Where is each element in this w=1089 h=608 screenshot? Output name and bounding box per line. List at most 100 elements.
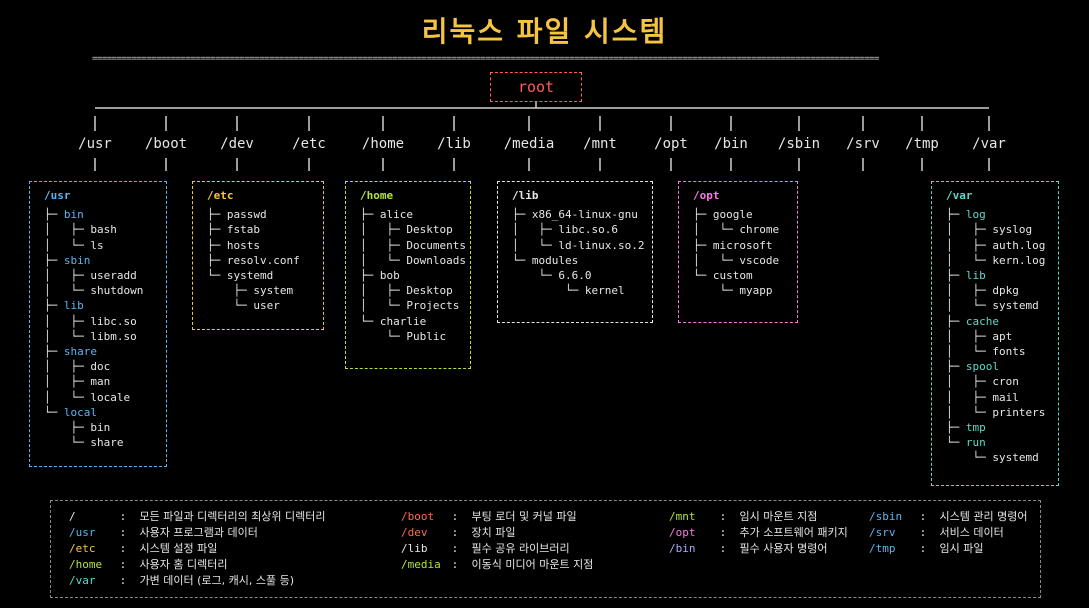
entry-name: printers — [992, 405, 1046, 419]
tree-branch: │ └─ — [44, 284, 91, 298]
entry-name: mail — [992, 390, 1019, 404]
entry-name: libc.so.6 — [558, 223, 618, 237]
legend-description: 추가 소프트웨어 패키지 — [739, 526, 848, 539]
lib-tree-row: ├─ x86_64-linux-gnu — [512, 207, 646, 222]
entry-name: auth.log — [992, 238, 1046, 252]
legend-key: /opt — [669, 526, 696, 539]
legend-description: 필수 공유 라이브러리 — [471, 542, 570, 555]
legend-item: /sbin : 시스템 관리 명령어 — [869, 509, 1027, 525]
tree-branch: └─ — [946, 436, 966, 450]
legend-key: /home — [69, 558, 103, 571]
home-tree-row: ├─ bob — [360, 268, 464, 283]
opt-tree-row: └─ myapp — [693, 283, 791, 298]
entry-name: systemd — [992, 451, 1039, 465]
entry-name: kern.log — [992, 253, 1046, 267]
legend-key: /boot — [401, 510, 435, 523]
usr-tree-row: │ ├─ bash — [44, 222, 160, 237]
legend-item: /home : 사용자 홈 디렉터리 — [69, 557, 326, 573]
tree-branch: └─ — [512, 269, 559, 283]
tree-branch: ├─ — [207, 238, 227, 252]
entry-name: Desktop — [406, 223, 453, 237]
var-tree-row: ├─ cache — [946, 314, 1052, 329]
legend-item: /srv : 서비스 데이터 — [869, 525, 1027, 541]
entry-name: custom — [712, 269, 753, 283]
legend-item: /lib : 필수 공유 라이브러리 — [401, 541, 593, 557]
tree-branch: └─ — [512, 253, 532, 267]
entry-name: syslog — [992, 223, 1033, 237]
legend-separator: : — [113, 574, 140, 587]
entry-name: google — [712, 208, 753, 222]
tree-branch: │ ├─ — [512, 223, 559, 237]
legend-description: 부팅 로더 및 커널 파일 — [471, 510, 577, 523]
page-title: 리눅스 파일 시스템 — [421, 15, 668, 48]
tree-branch: ├─ — [207, 284, 254, 298]
legend-separator: : — [445, 542, 472, 555]
lib-tree-box: /lib ├─ x86_64-linux-gnu│ ├─ libc.so.6│ … — [497, 181, 653, 323]
tree-branch: │ ├─ — [946, 238, 993, 252]
legend-separator: : — [113, 558, 140, 571]
legend-separator: : — [713, 542, 740, 555]
opt-tree-row: ├─ microsoft — [693, 238, 791, 253]
tree-branch: ├─ — [207, 253, 227, 267]
legend-description: 사용자 홈 디렉터리 — [139, 558, 228, 571]
usr-tree-box: /usr ├─ bin│ ├─ bash│ └─ ls├─ sbin│ ├─ u… — [29, 181, 167, 467]
tree-branch: └─ — [693, 284, 740, 298]
etc-tree-row: ├─ system — [207, 283, 317, 298]
dir-label-sbin: /sbin — [777, 136, 821, 152]
etc-header: /etc — [207, 189, 234, 202]
legend-item: /media : 이동식 미디어 마운트 지점 — [401, 557, 593, 573]
entry-name: fonts — [992, 345, 1026, 359]
legend-separator: : — [913, 526, 940, 539]
usr-tree-row: ├─ bin — [44, 207, 160, 222]
var-tree-row: ├─ spool — [946, 359, 1052, 374]
tree-branch: ├─ — [44, 345, 64, 359]
var-tree-row: │ ├─ auth.log — [946, 238, 1052, 253]
var-tree-box: /var ├─ log│ ├─ syslog│ ├─ auth.log│ └─ … — [931, 181, 1059, 486]
tree-branch: │ ├─ — [946, 375, 993, 389]
usr-header: /usr — [44, 189, 71, 202]
var-tree-row: │ ├─ apt — [946, 329, 1052, 344]
var-header: /var — [946, 189, 973, 202]
directory-name: share — [63, 345, 97, 359]
tree-branch: ├─ — [946, 421, 966, 435]
etc-tree-row: └─ systemd — [207, 268, 317, 283]
entry-name: bob — [379, 269, 400, 283]
entry-name: passwd — [226, 208, 267, 222]
entry-name: apt — [992, 329, 1013, 343]
tree-branch: └─ — [207, 299, 254, 313]
dir-label-srv: /srv — [846, 136, 880, 152]
var-tree-row: │ ├─ dpkg — [946, 283, 1052, 298]
dir-label-lib: /lib — [437, 136, 471, 152]
tree-branch: │ ├─ — [946, 284, 993, 298]
entry-name: x86_64-linux-gnu — [531, 208, 638, 222]
legend-item: /usr : 사용자 프로그램과 데이터 — [69, 525, 326, 541]
lib-tree-row: │ ├─ libc.so.6 — [512, 222, 646, 237]
tree-branch: │ ├─ — [44, 314, 91, 328]
usr-tree-row: └─ local — [44, 405, 160, 420]
tree-branch: ├─ — [44, 299, 64, 313]
tree-branch: ├─ — [207, 223, 227, 237]
dir-label-var: /var — [972, 136, 1006, 152]
tree-branch: │ └─ — [44, 329, 91, 343]
legend-separator: : — [713, 510, 740, 523]
entry-name: libm.so — [90, 329, 137, 343]
entry-name: Desktop — [406, 284, 453, 298]
tree-branch: │ ├─ — [44, 269, 91, 283]
usr-tree-row: └─ share — [44, 435, 160, 450]
tree-branch: │ └─ — [693, 253, 740, 267]
entry-name: man — [90, 375, 111, 389]
tree-branch: │ └─ — [360, 253, 407, 267]
lib-tree-row: └─ 6.6.0 — [512, 268, 646, 283]
tree-branch: ├─ — [360, 269, 380, 283]
legend-description: 서비스 데이터 — [939, 526, 1004, 539]
tree-branch: │ └─ — [946, 253, 993, 267]
tree-branch: └─ — [207, 269, 227, 283]
usr-tree-row: │ └─ locale — [44, 390, 160, 405]
legend-description: 장치 파일 — [471, 526, 516, 539]
tree-branch: ├─ — [44, 421, 91, 435]
etc-tree-row: └─ user — [207, 298, 317, 313]
usr-tree-row: ├─ lib — [44, 298, 160, 313]
entry-name: microsoft — [712, 238, 773, 252]
usr-tree-row: │ └─ ls — [44, 238, 160, 253]
